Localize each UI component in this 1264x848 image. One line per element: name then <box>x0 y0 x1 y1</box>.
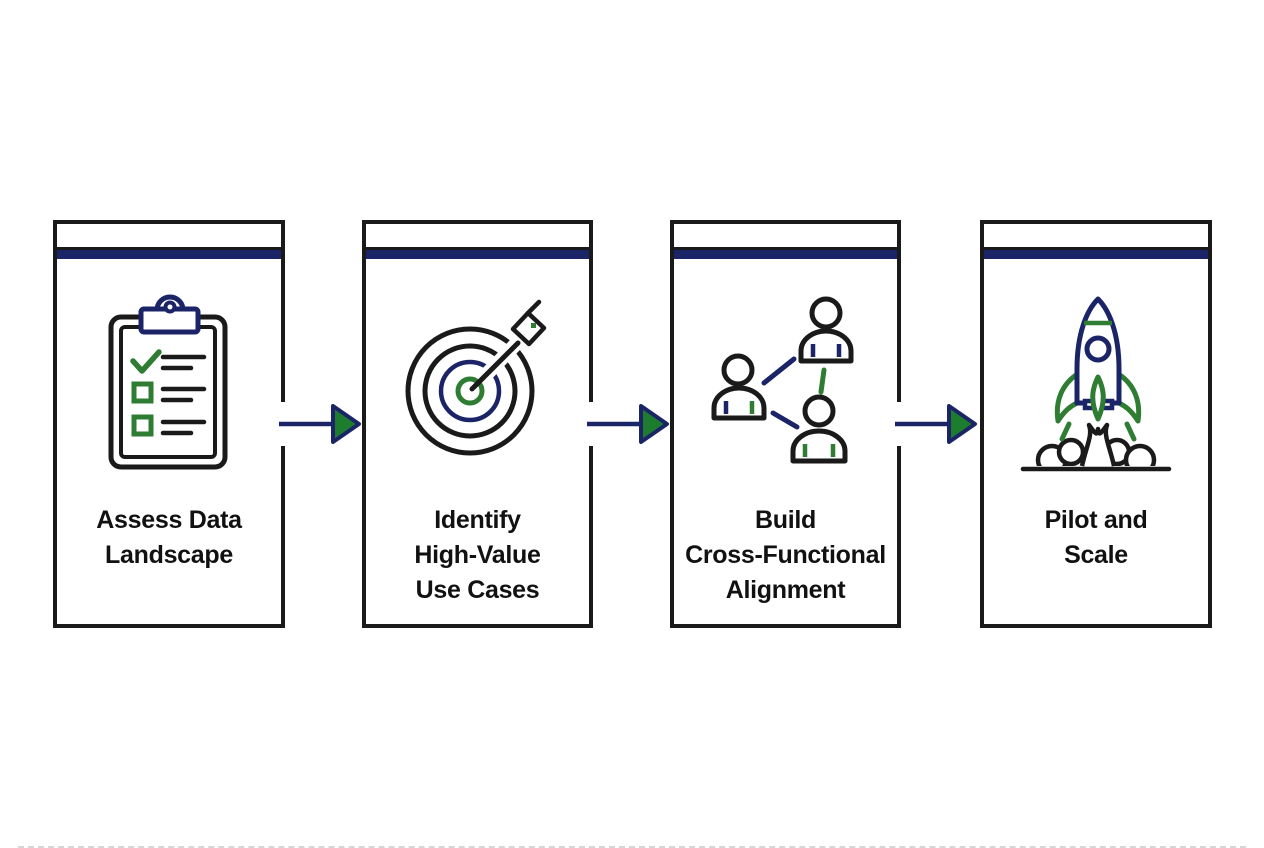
rocket-launch-icon <box>1016 296 1176 477</box>
card-accent-bar <box>984 250 1208 259</box>
clipboard-checklist-icon <box>108 294 228 470</box>
step-label: Pilot and Scale <box>984 503 1208 573</box>
step-card-assess-data: Assess Data Landscape <box>53 220 285 628</box>
step-label: Build Cross-Functional Alignment <box>674 503 897 608</box>
flow-arrow-1 <box>277 402 361 446</box>
card-accent-bar <box>57 250 281 259</box>
step-label: Identify High-Value Use Cases <box>366 503 589 608</box>
step-label-line: Scale <box>1064 541 1128 569</box>
step-label-line: High-Value <box>414 541 541 569</box>
step-card-pilot-and-scale: Pilot and Scale <box>980 220 1212 628</box>
bottom-crop-line <box>18 846 1246 848</box>
card-header-strip <box>366 224 589 250</box>
card-accent-bar <box>366 250 589 259</box>
step-label-line: Use Cases <box>415 576 540 604</box>
step-label-line: Build <box>755 506 816 534</box>
card-icon-area <box>366 259 589 503</box>
step-label: Assess Data Landscape <box>57 503 281 573</box>
step-label-line: Landscape <box>105 541 233 569</box>
card-icon-area <box>984 259 1208 503</box>
card-icon-area <box>57 259 281 503</box>
card-header-strip <box>984 224 1208 250</box>
step-card-identify-use-cases: Identify High-Value Use Cases <box>362 220 593 628</box>
card-header-strip <box>674 224 897 250</box>
step-card-cross-functional-alignment: Build Cross-Functional Alignment <box>670 220 901 628</box>
step-label-line: Cross-Functional <box>685 541 886 569</box>
people-network-icon <box>711 296 853 464</box>
step-label-line: Alignment <box>725 576 846 604</box>
flow-arrow-2 <box>585 402 669 446</box>
target-arrow-icon <box>405 299 551 455</box>
flow-arrow-3 <box>893 402 977 446</box>
card-header-strip <box>57 224 281 250</box>
card-accent-bar <box>674 250 897 259</box>
step-label-line: Assess Data <box>96 506 242 534</box>
step-label-line: Identify <box>434 506 521 534</box>
step-label-line: Pilot and <box>1044 506 1148 534</box>
card-icon-area <box>674 259 897 503</box>
